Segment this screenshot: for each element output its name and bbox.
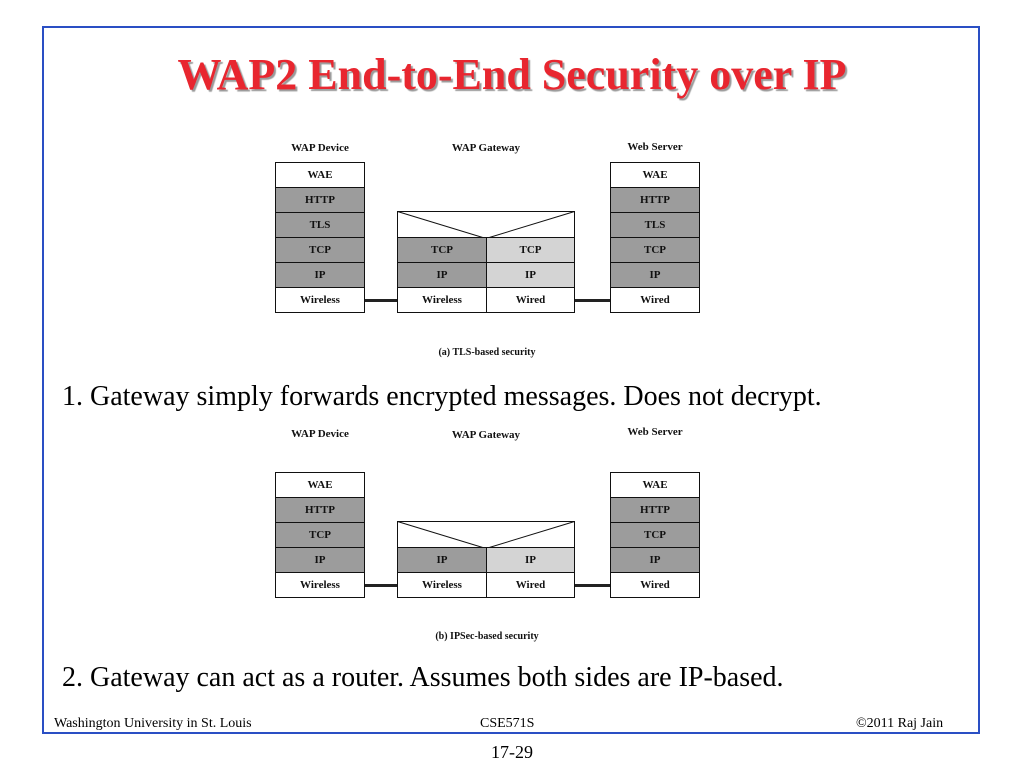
page-number: 17-29 (491, 742, 533, 762)
footer-course: CSE571S (480, 716, 535, 731)
layer-ip: IP (486, 262, 575, 288)
layer-wired: Wired (610, 572, 700, 598)
bullet-point-2: 2. Gateway can act as a router. Assumes … (62, 662, 784, 693)
diagram-caption: (b) IPSec-based security (435, 631, 539, 642)
footer-copyright: ©2011 Raj Jain (856, 716, 944, 731)
gateway-relay-shape (397, 521, 575, 549)
layer-http: HTTP (610, 187, 700, 213)
wap-device-label: WAP Device (291, 428, 349, 440)
wired-link-line (575, 299, 610, 302)
wap-gateway-label: WAP Gateway (451, 142, 521, 154)
diagram-caption: (a) TLS-based security (438, 347, 536, 358)
layer-ip: IP (275, 547, 365, 573)
layer-wired: Wired (486, 572, 575, 598)
layer-wae: WAE (275, 162, 365, 188)
layer-wired: Wired (610, 287, 700, 313)
slide-title: WAP2 End-to-End Security over IP (177, 50, 847, 99)
layer-tcp: TCP (397, 237, 487, 263)
layer-ip: IP (397, 262, 487, 288)
layer-ip: IP (486, 547, 575, 573)
wap-device-label: WAP Device (291, 142, 349, 154)
layer-tls: TLS (275, 212, 365, 238)
wired-link-line (575, 584, 610, 587)
layer-wae: WAE (275, 472, 365, 498)
bullet-point-1: 1. Gateway simply forwards encrypted mes… (62, 381, 822, 412)
layer-wireless: Wireless (397, 572, 487, 598)
layer-http: HTTP (275, 187, 365, 213)
slide-frame (42, 26, 980, 734)
web-server-label: Web Server (627, 426, 683, 438)
wireless-link-line (365, 299, 397, 302)
layer-wireless: Wireless (397, 287, 487, 313)
footer-institution: Washington University in St. Louis (54, 716, 252, 731)
layer-ip: IP (397, 547, 487, 573)
layer-wae: WAE (610, 472, 700, 498)
layer-wired: Wired (486, 287, 575, 313)
layer-tcp: TCP (486, 237, 575, 263)
layer-ip: IP (610, 262, 700, 288)
layer-http: HTTP (275, 497, 365, 523)
layer-tcp: TCP (610, 522, 700, 548)
layer-http: HTTP (610, 497, 700, 523)
layer-ip: IP (610, 547, 700, 573)
wireless-link-line (365, 584, 397, 587)
layer-tcp: TCP (275, 522, 365, 548)
layer-tcp: TCP (275, 237, 365, 263)
layer-tls: TLS (610, 212, 700, 238)
wap-gateway-label: WAP Gateway (451, 429, 521, 441)
web-server-label: Web Server (627, 141, 683, 153)
layer-tcp: TCP (610, 237, 700, 263)
gateway-relay-shape (397, 211, 575, 239)
layer-wireless: Wireless (275, 572, 365, 598)
layer-wireless: Wireless (275, 287, 365, 313)
layer-ip: IP (275, 262, 365, 288)
layer-wae: WAE (610, 162, 700, 188)
